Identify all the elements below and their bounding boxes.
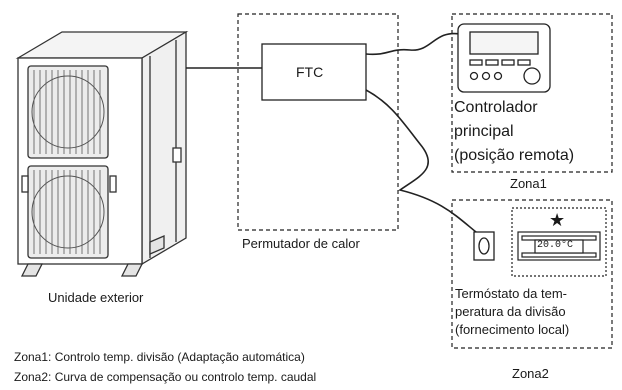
ftc-label: FTC bbox=[296, 64, 324, 80]
zone1-box bbox=[451, 13, 613, 173]
zone2-box bbox=[451, 199, 613, 349]
zone1-label: Zona1 bbox=[510, 176, 547, 191]
ftc-box bbox=[261, 43, 367, 101]
room-thermostat-box bbox=[511, 207, 607, 277]
note-zone1: Zona1: Controlo temp. divisão (Adaptação… bbox=[14, 350, 305, 364]
room-thermostat-icon bbox=[517, 231, 601, 261]
heat-exchanger-label: Permutador de calor bbox=[242, 236, 360, 251]
outdoor-unit-icon bbox=[15, 30, 189, 277]
main-controller-label-line1: Controlador bbox=[454, 99, 538, 116]
heat-exchanger-box bbox=[237, 13, 399, 231]
zone2-label: Zona2 bbox=[512, 366, 549, 381]
cable-ftc-to-thermostat bbox=[365, 89, 477, 233]
room-thermostat-label-line1: Termóstato da tem- bbox=[455, 286, 567, 301]
main-controller-label-line2: principal bbox=[454, 123, 514, 140]
room-thermostat-label-line3: (fornecimento local) bbox=[455, 322, 570, 337]
main-controller-label-line3: (posição remota) bbox=[454, 147, 575, 164]
remote-sensor-icon bbox=[473, 231, 495, 261]
main-controller-icon bbox=[457, 23, 551, 93]
cable-ftc-to-controller bbox=[365, 32, 461, 56]
room-thermostat-label-line2: peratura da divisão bbox=[455, 304, 566, 319]
outdoor-unit-label: Unidade exterior bbox=[48, 290, 144, 305]
thermostat-display: 20.0°C bbox=[537, 240, 574, 251]
star-marker: ★ bbox=[549, 210, 566, 231]
note-zone2: Zona2: Curva de compensação ou controlo … bbox=[14, 370, 317, 384]
